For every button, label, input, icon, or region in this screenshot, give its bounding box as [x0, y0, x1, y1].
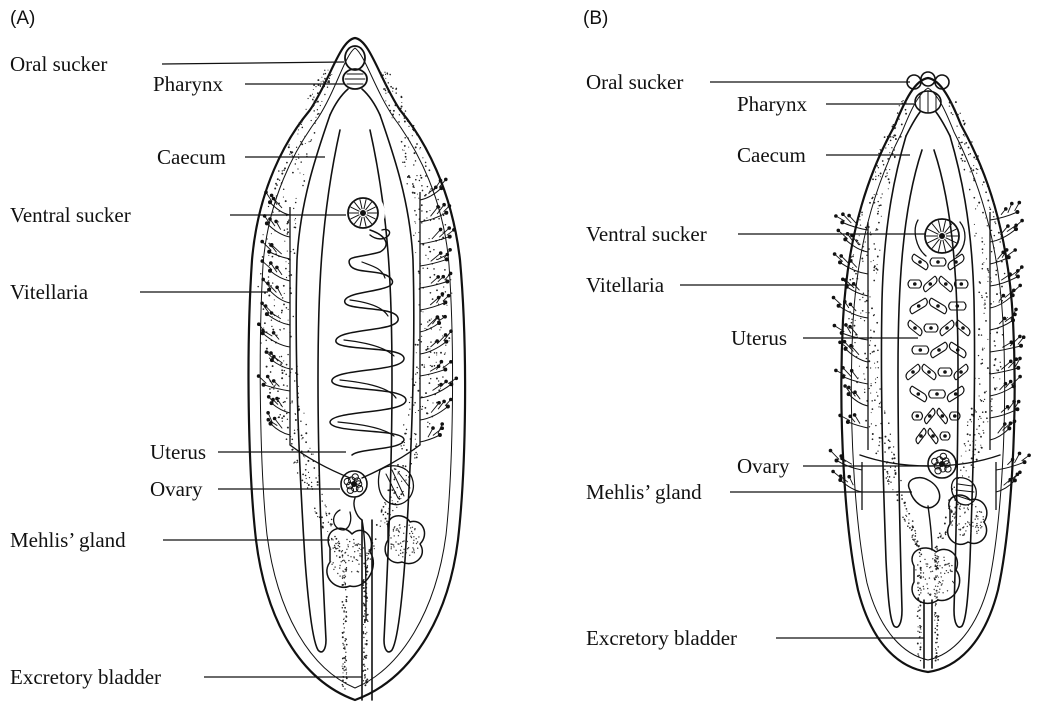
- panel-a-vitelline-ducts: [290, 445, 420, 478]
- panel-b-oral-sucker-shape: [907, 72, 949, 89]
- panel-b-vesicle: [909, 478, 940, 508]
- panel-a-letter: (A): [10, 8, 35, 29]
- panel-a-pharynx-lines: [345, 74, 365, 84]
- panel-b-label-ovary: Ovary: [737, 454, 790, 478]
- panel-a-label-ovary: Ovary: [150, 477, 203, 501]
- panel-b-label-pharynx: Pharynx: [737, 92, 807, 116]
- panel-a-esophagus: [330, 89, 380, 115]
- panel-b-label-oral-sucker: Oral sucker: [586, 70, 683, 94]
- panel-b-letter: (B): [583, 8, 608, 29]
- panel-a-label-uterus: Uterus: [150, 440, 206, 464]
- panel-a-label-caecum: Caecum: [157, 145, 226, 169]
- panel-b-pharynx-shape: [915, 91, 941, 113]
- panel-a: (A): [10, 8, 465, 700]
- panel-b-uterus-shape: [906, 254, 970, 444]
- panel-b-tegument: [851, 88, 1004, 660]
- panel-b-esophagus: [906, 112, 950, 136]
- panel-a-sperm-duct: [354, 498, 366, 620]
- panel-a-caecum-right: [370, 115, 414, 652]
- panel-b-label-uterus: Uterus: [731, 326, 787, 350]
- panel-b-testis-upper: [948, 495, 987, 544]
- panel-b-label-ventral-sucker: Ventral sucker: [586, 222, 707, 246]
- panel-b-excretory-bladder-shape: [924, 600, 932, 668]
- panel-b-stipple: [848, 100, 1008, 662]
- panel-a-stipple: [257, 70, 452, 690]
- panel-a-label-oral-sucker: Oral sucker: [10, 52, 107, 76]
- panel-b-label-vitellaria: Vitellaria: [586, 273, 665, 297]
- panel-a-label-ventral-sucker: Ventral sucker: [10, 203, 131, 227]
- panel-a-label-mehlis-gland: Mehlis’ gland: [10, 528, 126, 552]
- panel-b: (B): [583, 8, 1031, 672]
- panel-b-caecum-left: [881, 136, 922, 627]
- panel-b-duct: [928, 506, 932, 550]
- panel-a-label-vitellaria: Vitellaria: [10, 280, 89, 304]
- panel-b-label-caecum: Caecum: [737, 143, 806, 167]
- panel-a-excretory-bladder-shape: [362, 520, 372, 700]
- panel-b-ovary-cells: [932, 453, 952, 474]
- panel-a-label-excretory-bladder: Excretory bladder: [10, 665, 161, 689]
- panel-a-body-outline: [249, 38, 466, 700]
- panel-b-label-mehlis-gland: Mehlis’ gland: [586, 480, 702, 504]
- panel-b-label-excretory-bladder: Excretory bladder: [586, 626, 737, 650]
- panel-a-small-loop: [334, 510, 351, 530]
- panel-a-label-pharynx: Pharynx: [153, 72, 223, 96]
